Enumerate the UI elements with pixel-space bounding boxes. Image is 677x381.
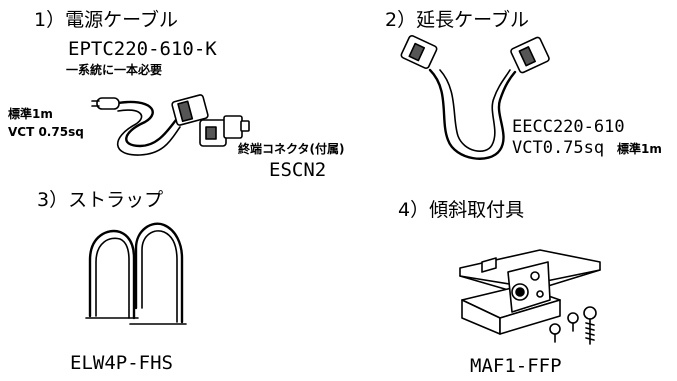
power-cable-note: 一系統に一本必要 — [66, 63, 163, 77]
terminator-label: 終端コネクタ(付属) — [238, 142, 345, 156]
tilt-mount-title: 4）傾斜取付具 — [398, 199, 525, 221]
strap-title: 3）ストラップ — [37, 189, 164, 211]
extension-cable-model: EECC220-610 — [512, 117, 625, 137]
power-cable-spec: VCT 0.75sq — [8, 125, 84, 139]
extension-cable-title: 2）延長ケーブル — [385, 9, 529, 31]
power-cable-title: 1）電源ケーブル — [34, 9, 178, 31]
tilt-mount-model: MAF1-FFP — [470, 355, 562, 377]
extension-cable-spec: VCT0.75sq — [512, 138, 605, 158]
extension-cable-length: 標準1m — [617, 142, 662, 156]
terminator-model: ESCN2 — [269, 159, 327, 181]
power-cable-length: 標準1m — [8, 107, 53, 121]
power-cable-model: EPTC220-610-K — [68, 38, 217, 60]
strap-model: ELW4P-FHS — [70, 352, 173, 374]
